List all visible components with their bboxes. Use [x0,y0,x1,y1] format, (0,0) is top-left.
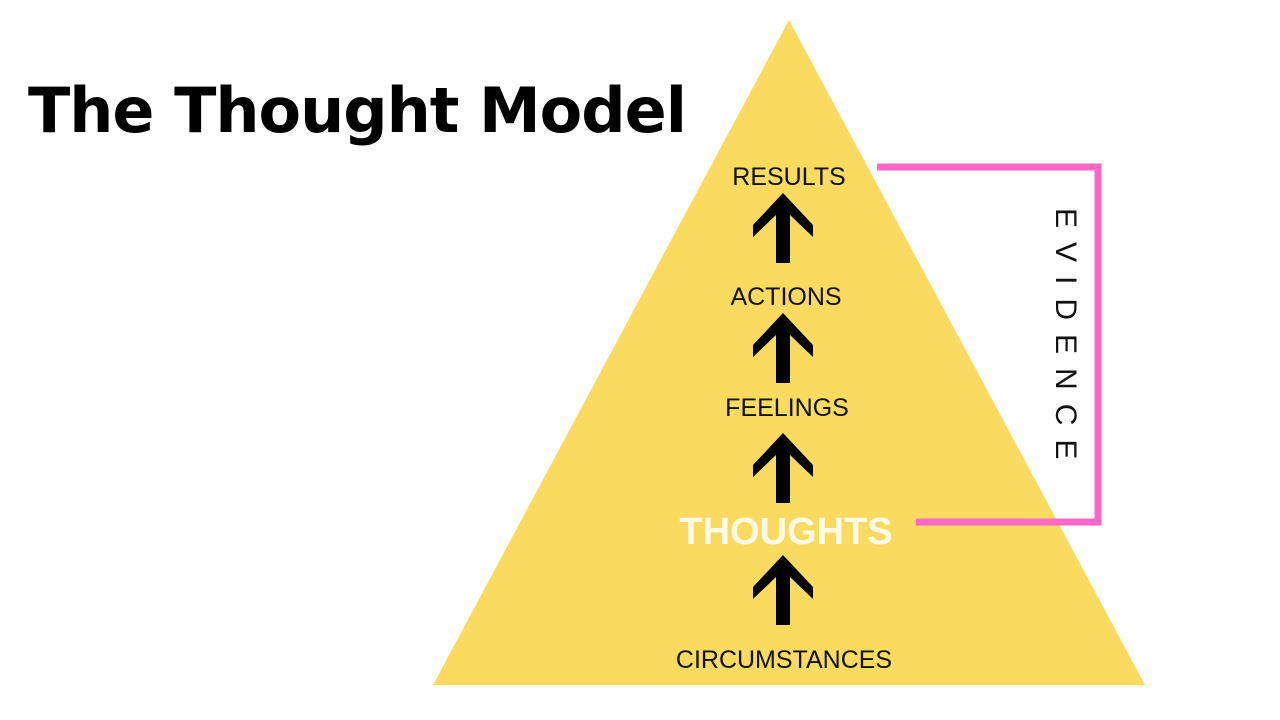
label-results: RESULTS [732,163,845,191]
label-circumstances: CIRCUMSTANCES [676,646,892,674]
evidence-bracket [877,163,1102,526]
label-thoughts: THOUGHTS [679,511,892,553]
up-arrow-icon [753,433,813,503]
up-arrow-icon [753,313,813,383]
page-title: The Thought Model [28,74,687,147]
up-arrow-icon [753,193,813,263]
label-feelings: FEELINGS [725,394,849,422]
label-actions: ACTIONS [730,283,841,311]
evidence-label: EVIDENCE [1049,208,1082,473]
up-arrow-icon [753,555,813,625]
